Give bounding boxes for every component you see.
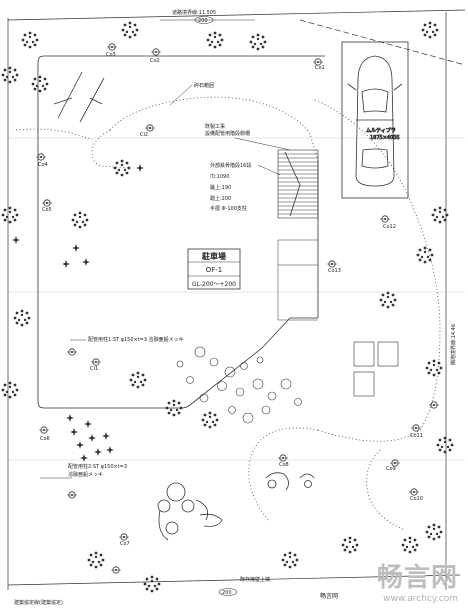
post-work-line1: 既製工事	[205, 123, 225, 130]
bottom-existing-label: 既存擁壁上端	[240, 576, 270, 583]
car: ムルティプラ 1875×4005	[341, 41, 409, 199]
pole1-label: 配管用柱1:ST φ150×t=3 溶融亜鉛メッキ	[88, 336, 184, 343]
bottom-dim-label: 200	[222, 590, 232, 596]
pole2-line2: 溶融亜鉛メッキ	[68, 471, 103, 478]
watermark-brand: 畅言网	[376, 563, 458, 593]
tree-label-co8: Co8	[279, 462, 289, 468]
tree-label-co2: Co2	[150, 58, 160, 64]
tree-label-co11: Co11	[410, 433, 423, 439]
stair-spec-5: 手摺 Φ-100支柱	[210, 205, 247, 212]
tree-labels: Co1 Co2 Co3 Co4 Co5 Co6 Co7 Co8 Co9 Co10…	[38, 52, 423, 547]
top-boundary-label: 道路境界線:11.505	[172, 9, 216, 16]
play-equipment	[157, 472, 315, 541]
tree-label-co1: Co1	[315, 65, 325, 71]
stair-spec-4: 踏上:200	[210, 195, 231, 202]
tree-label-co6: Co6	[40, 436, 50, 442]
tree-label-co3: Co3	[106, 52, 116, 58]
parking-code: OF-1	[206, 266, 223, 274]
top-dimension: 道路境界線:11.505 200	[160, 9, 255, 24]
tree-label-co7: Co7	[120, 541, 130, 547]
external-stair	[277, 149, 319, 219]
side-boundary-label: 隣地境界線:14.46	[450, 324, 457, 365]
tree-label-co4: Co4	[38, 162, 48, 168]
pole2-line1: 配管用柱2:ST φ150×t=3	[68, 463, 127, 470]
top-dim-label: 200	[198, 18, 208, 24]
paved-area	[37, 55, 325, 409]
post-work-line2: 設備配管用階段側柵	[205, 130, 250, 137]
parking-title: 駐車場	[202, 251, 226, 261]
shrub-symbols	[1, 21, 454, 593]
gravel-label: 砕石範囲	[194, 82, 214, 89]
parking-label-box: 駐車場 OF-1 GL-200～+200	[187, 248, 241, 290]
tree-label-co10: Co10	[410, 496, 423, 502]
property-boundary	[7, 9, 466, 590]
gravel-annotation: 砕石範囲	[169, 82, 214, 106]
star-shrubs	[12, 164, 144, 462]
car-size: 1875×4005	[370, 135, 400, 141]
tree-label-co5: Co5	[42, 207, 52, 213]
bottom-left-label: 建築協定線(建築協定)	[14, 599, 63, 606]
gravel-outline	[15, 96, 441, 531]
diagonal-hatch	[53, 71, 105, 123]
bottom-annotations: 建築協定線(建築協定) 200 既存擁壁上端	[14, 576, 270, 606]
pole-annotations: 配管用柱1:ST φ150×t=3 溶融亜鉛メッキ 配管用柱2:ST φ150×…	[40, 336, 184, 479]
stair-spec-2: 巾:1090	[210, 173, 229, 180]
stair-spec-3: 蹴上:190	[210, 184, 231, 191]
tree-label-ci1: Ci1	[90, 366, 98, 372]
tree-label-ci2: Ci2	[140, 132, 148, 138]
watermark: 畅言网 www.archcy.com	[377, 557, 458, 604]
canopy-cluster	[176, 346, 302, 424]
tree-label-co13: Co13	[328, 268, 341, 274]
stair-spec-1: 外部鉄骨階段16段	[210, 162, 251, 169]
tree-symbols	[35, 43, 440, 574]
car-name: ムルティプラ	[366, 128, 396, 134]
tree-label-co9: Co9	[386, 466, 396, 472]
side-boundary: 隣地境界線:14.46	[450, 324, 457, 365]
drawing-brand: 畅言网	[320, 592, 338, 600]
stair-annotation: 既製工事 設備配管用階段側柵 外部鉄骨階段16段 巾:1090 蹴上:190 踏…	[205, 123, 291, 212]
tree-label-co12: Co12	[383, 224, 396, 230]
watermark-url: www.archcy.com	[383, 594, 458, 604]
concrete-pads	[353, 341, 399, 397]
parking-gl: GL-200～+200	[192, 281, 236, 288]
